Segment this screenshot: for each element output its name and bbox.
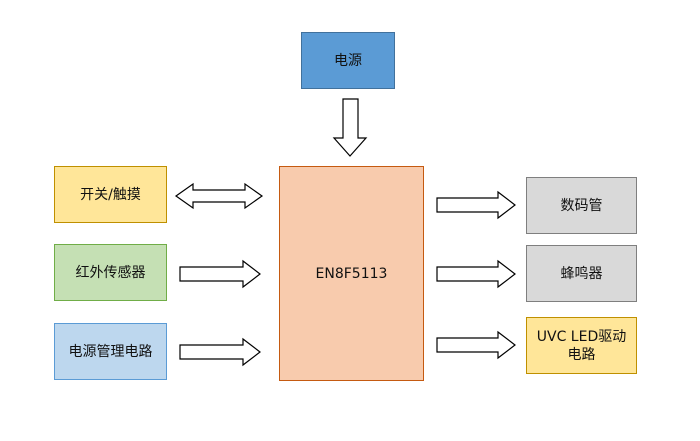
arrow-mcu-to-buzzer	[436, 259, 516, 289]
arrow-power-to-mcu	[332, 98, 368, 157]
power-supply-label: 电源	[334, 52, 362, 69]
buzzer-box: 蜂鸣器	[526, 245, 637, 302]
switch-touch-box: 开关/触摸	[54, 166, 167, 223]
arrow-power-mgmt-to-mcu	[179, 337, 261, 367]
power-management-box: 电源管理电路	[54, 323, 167, 380]
arrow-switch-mcu-bidirectional	[174, 182, 264, 210]
ir-sensor-box: 红外传感器	[54, 244, 167, 301]
switch-touch-label: 开关/触摸	[80, 186, 141, 203]
arrow-mcu-to-uvc-driver	[436, 330, 516, 360]
uvc-led-driver-box: UVC LED驱动电路	[526, 317, 637, 374]
digital-display-box: 数码管	[526, 177, 637, 234]
digital-display-label: 数码管	[560, 197, 603, 214]
power-supply-box: 电源	[301, 32, 395, 89]
arrow-ir-to-mcu	[179, 259, 261, 289]
power-management-label: 电源管理电路	[68, 343, 153, 360]
arrow-mcu-to-display	[436, 190, 516, 220]
buzzer-label: 蜂鸣器	[560, 265, 603, 282]
mcu-box: EN8F5113	[279, 166, 424, 381]
mcu-label: EN8F5113	[315, 265, 388, 282]
ir-sensor-label: 红外传感器	[75, 264, 146, 281]
uvc-led-driver-label: UVC LED驱动电路	[536, 328, 627, 363]
